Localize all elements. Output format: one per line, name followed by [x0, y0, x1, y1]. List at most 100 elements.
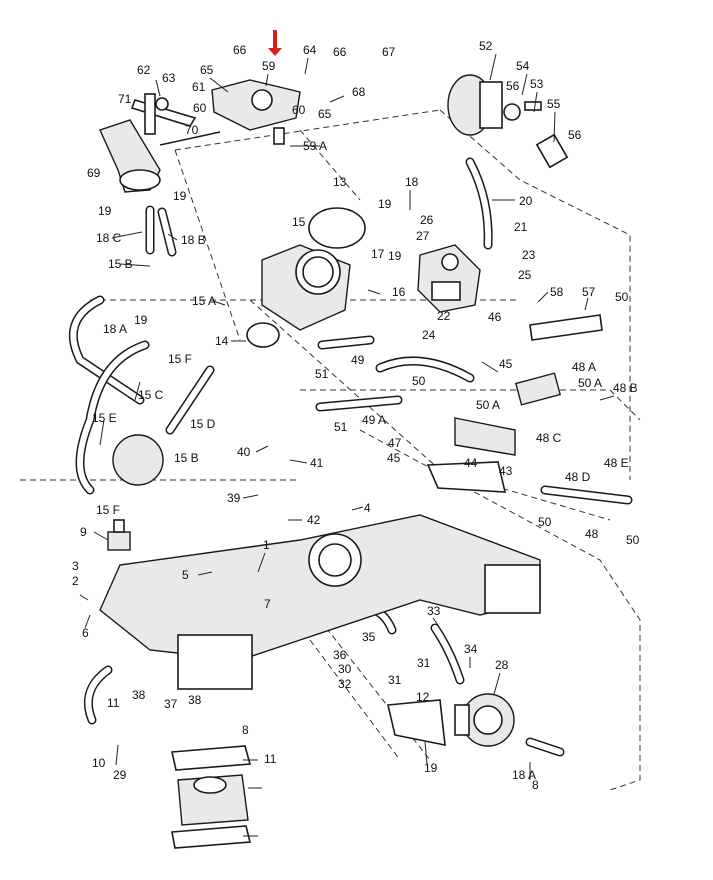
callout: 39 [227, 491, 241, 505]
callout: 18 A [103, 322, 127, 336]
callout: 13 [333, 175, 347, 189]
callout: 36 [333, 648, 347, 662]
callout: 69 [87, 166, 101, 180]
callout: 48 D [565, 470, 591, 484]
callout: 51 [334, 420, 348, 434]
callout: 33 [427, 604, 441, 618]
callout: 18 C [96, 231, 122, 245]
callout: 57 [582, 285, 596, 299]
callout: 16 [392, 285, 406, 299]
callout: 65 [200, 63, 214, 77]
callout: 8 [242, 723, 249, 737]
callout: 6 [82, 626, 89, 640]
callout: 19 [134, 313, 148, 327]
callout: 43 [499, 464, 513, 478]
callout: 21 [514, 220, 528, 234]
callout: 7 [264, 597, 271, 611]
callout: 29 [113, 768, 127, 782]
callout: 49 [351, 353, 365, 367]
callout: 8 [532, 778, 539, 792]
callout: 4 [364, 501, 371, 515]
callout: 59 [262, 59, 276, 73]
callout: 19 [378, 197, 392, 211]
regulator-part [417, 244, 481, 313]
callout: 64 [303, 43, 317, 57]
callout: 68 [352, 85, 366, 99]
callout: 14 [215, 334, 229, 348]
callout: 50 [615, 290, 629, 304]
callout: 37 [164, 697, 178, 711]
callout: 38 [132, 688, 146, 702]
damper-part [107, 519, 131, 551]
callout: 50 [412, 374, 426, 388]
callout: 45 [499, 357, 513, 371]
vacuum-canister-part [112, 434, 164, 486]
callout: 32 [338, 677, 352, 691]
callout: 5 [182, 568, 189, 582]
callout: 12 [416, 690, 430, 704]
callout: 30 [338, 662, 352, 676]
callout: 19 [424, 761, 438, 775]
callout: 70 [185, 123, 199, 137]
callout: 50 A [578, 376, 602, 390]
leader-lines [79, 53, 615, 837]
idle-valve-part [99, 119, 161, 193]
callout: 55 [547, 97, 561, 111]
callout: 15 D [190, 417, 216, 431]
callout: 40 [237, 445, 251, 459]
callout: 44 [464, 456, 478, 470]
callout: 19 [388, 249, 402, 263]
aux-air-valve-part [426, 417, 516, 493]
vacuum-unit-part [447, 74, 569, 169]
callout: 31 [417, 656, 431, 670]
callout: 11 [264, 752, 277, 766]
callout: 58 [550, 285, 564, 299]
callout: 15 B [174, 451, 199, 465]
callout: 20 [519, 194, 533, 208]
callout: 63 [162, 71, 176, 85]
callout: 15 F [168, 352, 192, 366]
callout: 17 [371, 247, 385, 261]
callout: 18 B [181, 233, 206, 247]
callout: 28 [495, 658, 509, 672]
callout: 66 [233, 43, 247, 57]
throttle-housing-part [211, 79, 301, 145]
callout: 62 [137, 63, 151, 77]
callout: 50 [538, 515, 552, 529]
callout: 48 E [604, 456, 629, 470]
callout: 38 [188, 693, 202, 707]
callout: 15 A [192, 294, 216, 308]
callout: 31 [388, 673, 402, 687]
callout: 50 A [476, 398, 500, 412]
callout: 71 [118, 92, 132, 106]
callout: 65 [318, 107, 332, 121]
callout: 46 [488, 310, 502, 324]
callout: 27 [416, 229, 430, 243]
callout: 9 [80, 525, 87, 539]
callout: 34 [464, 642, 478, 656]
callout: 48 C [536, 431, 562, 445]
callout: 22 [437, 309, 451, 323]
callout: 48 A [572, 360, 596, 374]
callout: 24 [422, 328, 436, 342]
callout: 61 [192, 80, 206, 94]
callout: 66 [333, 45, 347, 59]
callout: 18 [405, 175, 419, 189]
callout: 15 F [96, 503, 120, 517]
callout: 56 [568, 128, 582, 142]
callout: 2 [72, 574, 79, 588]
callout-labels: 62 63 65 66 59 64 66 67 52 54 53 56 55 5… [72, 39, 640, 792]
highlight-arrow-icon [268, 30, 282, 56]
callout: 48 [585, 527, 599, 541]
callout: 42 [307, 513, 321, 527]
callout: 35 [362, 630, 376, 644]
callout: 51 [315, 367, 329, 381]
callout: 25 [518, 268, 532, 282]
callout: 48 B [613, 381, 638, 395]
callout: 67 [382, 45, 396, 59]
callout: 15 [292, 215, 306, 229]
callout: 53 [530, 77, 544, 91]
callout: 47 [388, 436, 402, 450]
callout: 26 [420, 213, 434, 227]
